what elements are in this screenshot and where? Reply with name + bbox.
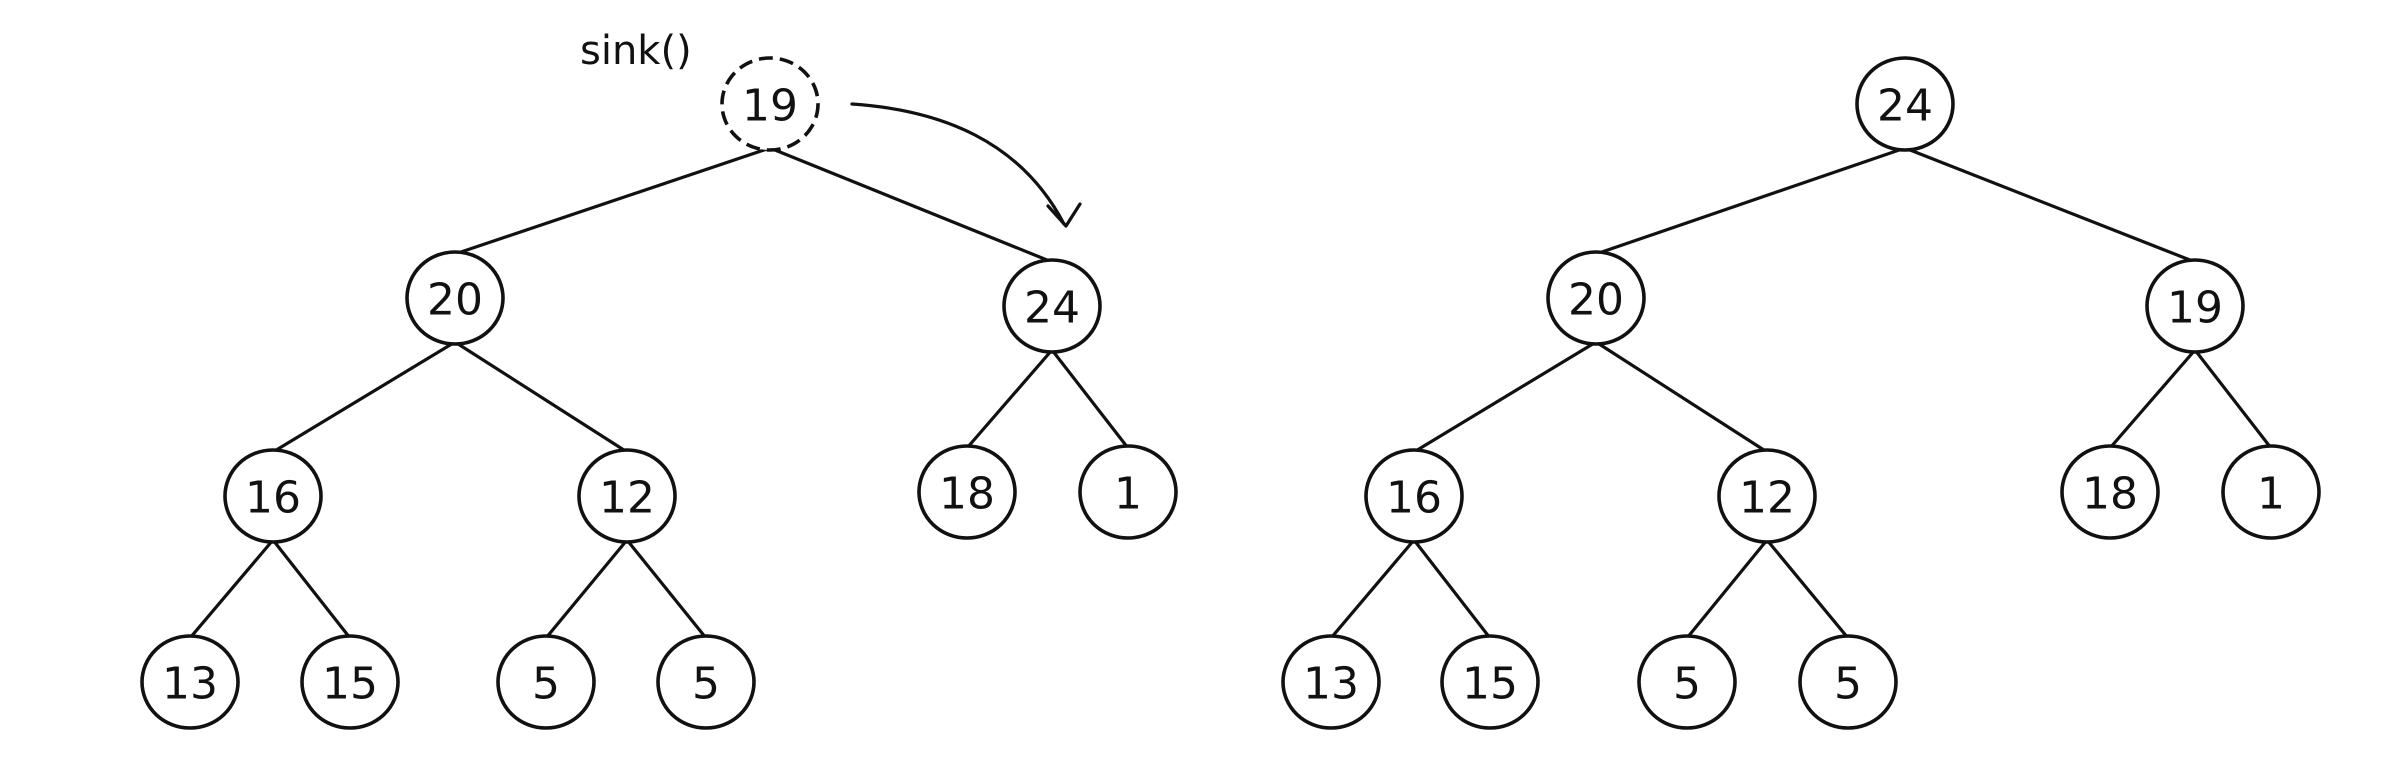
nodes-layer: 19 20 24 16 12 18 1 13 15 5 5 24 20 19 16 12 18 1 13 15 5 5 bbox=[140, 56, 2321, 730]
tree-node-a-root: 24 bbox=[1855, 56, 1955, 152]
node-label: 18 bbox=[2082, 469, 2138, 520]
tree-node-b-root: 19 bbox=[720, 56, 820, 152]
tree-node-b-rl: 18 bbox=[917, 444, 1017, 540]
tree-node-a-lrr: 5 bbox=[1798, 634, 1898, 730]
node-circle bbox=[1546, 250, 1646, 346]
tree-edge-a-root-a-l bbox=[1594, 146, 1907, 256]
node-label: 15 bbox=[322, 659, 378, 710]
tree-edge-b-root-b-r bbox=[768, 146, 1054, 264]
tree-node-a-l: 20 bbox=[1546, 250, 1646, 346]
node-circle bbox=[1078, 444, 1178, 540]
node-label: 20 bbox=[1568, 275, 1624, 326]
node-circle bbox=[2145, 258, 2245, 354]
node-circle bbox=[140, 634, 240, 730]
tree-edge-a-r-a-rl bbox=[2108, 348, 2197, 450]
node-label: 1 bbox=[2257, 469, 2285, 520]
edges-layer bbox=[188, 146, 2273, 640]
node-label: 20 bbox=[427, 275, 483, 326]
tree-node-b-l: 20 bbox=[405, 250, 505, 346]
tree-edge-b-l-b-lr bbox=[453, 340, 629, 454]
node-label: 16 bbox=[245, 473, 301, 524]
sink-arrowhead bbox=[1046, 202, 1082, 228]
node-circle bbox=[1717, 448, 1817, 544]
tree-edge-a-ll-a-llr bbox=[1412, 538, 1492, 640]
tree-edge-a-lr-a-lrr bbox=[1765, 538, 1850, 640]
tree-node-b-lrr: 5 bbox=[656, 634, 756, 730]
tree-node-b-ll: 16 bbox=[223, 448, 323, 544]
tree-edge-b-ll-b-llr bbox=[271, 538, 352, 640]
node-label: 12 bbox=[1739, 473, 1795, 524]
node-label: 5 bbox=[1834, 659, 1862, 710]
tree-edge-b-lr-b-lrr bbox=[625, 538, 708, 640]
node-label: 19 bbox=[742, 81, 798, 132]
node-label: 5 bbox=[692, 659, 720, 710]
node-circle bbox=[1364, 448, 1464, 544]
tree-edge-a-lr-a-lrl bbox=[1685, 538, 1769, 640]
tree-node-b-lrl: 5 bbox=[496, 634, 596, 730]
node-label: 24 bbox=[1877, 81, 1933, 132]
tree-edge-b-l-b-ll bbox=[271, 340, 457, 454]
node-label: 12 bbox=[599, 473, 655, 524]
node-circle bbox=[577, 448, 677, 544]
node-label: 5 bbox=[532, 659, 560, 710]
tree-node-a-rr: 1 bbox=[2221, 444, 2321, 540]
node-circle bbox=[496, 634, 596, 730]
node-label: 13 bbox=[162, 659, 218, 710]
tree-node-a-lll: 13 bbox=[1281, 634, 1381, 730]
tree-edge-a-r-a-rr bbox=[2193, 348, 2273, 450]
node-circle bbox=[2060, 444, 2160, 540]
node-label: 5 bbox=[1673, 659, 1701, 710]
node-label: 13 bbox=[1303, 659, 1359, 710]
node-label: 19 bbox=[2167, 283, 2223, 334]
tree-node-a-ll: 16 bbox=[1364, 448, 1464, 544]
node-label: 24 bbox=[1024, 283, 1080, 334]
tree-edge-a-l-a-ll bbox=[1412, 340, 1598, 454]
sink-arrow bbox=[850, 102, 1066, 226]
node-label: 1 bbox=[1114, 469, 1142, 520]
tree-edge-a-ll-a-lll bbox=[1329, 538, 1416, 640]
tree-node-b-r: 24 bbox=[1002, 258, 1102, 354]
sink-annotation-label: sink() bbox=[580, 28, 692, 74]
node-circle bbox=[917, 444, 1017, 540]
node-circle bbox=[1855, 56, 1955, 152]
tree-node-a-rl: 18 bbox=[2060, 444, 2160, 540]
tree-edge-b-ll-b-lll bbox=[188, 538, 275, 640]
tree-edge-b-lr-b-lrl bbox=[544, 538, 629, 640]
tree-node-a-lr: 12 bbox=[1717, 448, 1817, 544]
node-circle bbox=[1637, 634, 1737, 730]
tree-edge-a-root-a-r bbox=[1903, 146, 2197, 264]
tree-node-a-llr: 15 bbox=[1440, 634, 1540, 730]
tree-edge-b-r-b-rl bbox=[965, 348, 1054, 450]
node-circle bbox=[405, 250, 505, 346]
tree-node-b-lll: 13 bbox=[140, 634, 240, 730]
node-circle bbox=[223, 448, 323, 544]
tree-node-a-lrl: 5 bbox=[1637, 634, 1737, 730]
node-circle bbox=[1440, 634, 1540, 730]
tree-node-b-lr: 12 bbox=[577, 448, 677, 544]
node-label: 18 bbox=[939, 469, 995, 520]
node-label: 15 bbox=[1462, 659, 1518, 710]
tree-node-b-llr: 15 bbox=[300, 634, 400, 730]
node-circle bbox=[656, 634, 756, 730]
tree-edge-a-l-a-lr bbox=[1594, 340, 1769, 454]
tree-node-a-r: 19 bbox=[2145, 258, 2245, 354]
tree-edge-b-r-b-rr bbox=[1050, 348, 1130, 450]
node-circle bbox=[1002, 258, 1102, 354]
node-circle bbox=[2221, 444, 2321, 540]
tree-node-b-rr: 1 bbox=[1078, 444, 1178, 540]
node-circle bbox=[1281, 634, 1381, 730]
node-circle bbox=[300, 634, 400, 730]
tree-edge-b-root-b-l bbox=[453, 146, 772, 256]
node-label: 16 bbox=[1386, 473, 1442, 524]
node-circle bbox=[1798, 634, 1898, 730]
node-circle bbox=[720, 56, 820, 152]
